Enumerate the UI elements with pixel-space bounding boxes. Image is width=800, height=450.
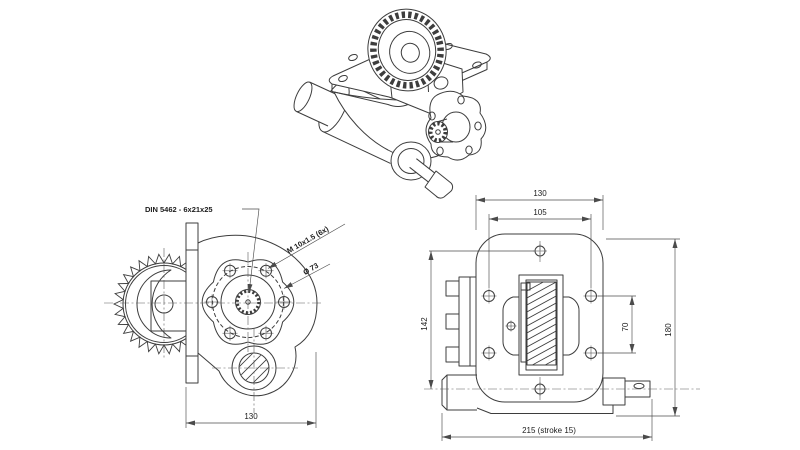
flange-bolt-holes [204, 263, 292, 341]
length-dimension: 215 (stroke 15) [522, 426, 576, 435]
helical-gear-hatch [527, 282, 556, 365]
isometric-view [293, 8, 491, 199]
front-view: 130 105 142 70 180 215 (stroke 15) [420, 189, 700, 441]
flange-height-dimension: 142 [420, 317, 429, 331]
front-width-dimension: 130 [533, 189, 547, 198]
total-height-dimension: 180 [664, 323, 673, 337]
isometric-gear [367, 8, 447, 92]
plate-mounting-holes [481, 244, 599, 396]
spline-standard-label: DIN 5462 - 6x21x25 [145, 205, 213, 214]
bolt-spacing-dimension: 105 [533, 208, 547, 217]
side-width-dimension: 130 [244, 412, 258, 421]
gear-span-dimension: 70 [621, 322, 630, 331]
side-view: 130 DIN 5462 - 6x21x25 M 10x1.5 (6x) Ø 7… [104, 205, 346, 428]
